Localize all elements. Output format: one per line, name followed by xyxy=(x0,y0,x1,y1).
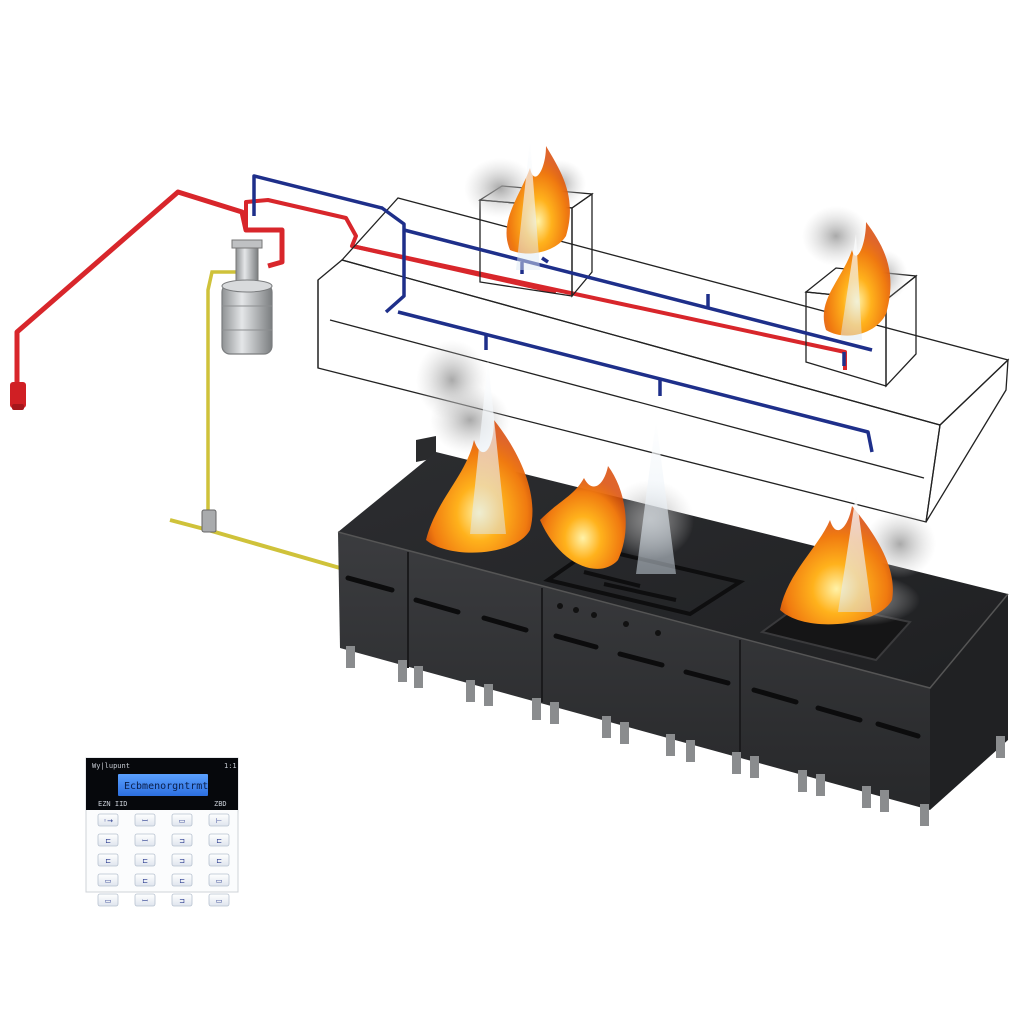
keypad-key[interactable]: ▭ xyxy=(208,893,230,907)
keypad-key[interactable]: ⊢ xyxy=(208,813,230,827)
keypad-key-label: ⊏ xyxy=(142,857,148,865)
fire-zone-appliance-1 xyxy=(416,340,533,553)
keypad-key-label: ⊢ xyxy=(216,817,222,825)
keypad-key-label: ⊏ xyxy=(105,837,111,845)
keypad-key-label: ꟷ xyxy=(142,837,148,845)
keypad-key[interactable]: ⊏ xyxy=(97,853,119,867)
keypad-key[interactable]: ⊏ xyxy=(171,873,193,887)
fire-zone-duct-right xyxy=(802,206,908,340)
keypad-key[interactable]: ꟷ xyxy=(134,813,156,827)
keypad-key[interactable]: ▭ xyxy=(97,873,119,887)
keypad-key-label: ⊏ xyxy=(142,877,148,885)
keypad-key-label: ▭ xyxy=(105,897,112,905)
keypad-key-label: ⊏ xyxy=(216,857,222,865)
keypad-key[interactable]: ▭ xyxy=(171,813,193,827)
keypad-key-label: ⊏ xyxy=(105,857,111,865)
keypad-key-label: ▭ xyxy=(216,877,223,885)
detection-line xyxy=(14,189,847,396)
keypad-key-label: ⊏ xyxy=(216,837,222,845)
keypad-key-label: ▭ xyxy=(105,877,112,885)
control-panel-display xyxy=(118,774,208,796)
keypad-key-label: ⊐ xyxy=(179,857,185,865)
keypad-key[interactable]: ⊏ xyxy=(208,833,230,847)
fire-zone-appliance-3 xyxy=(780,494,936,626)
manual-pull-station-icon[interactable] xyxy=(10,382,26,410)
keypad-key-label: ⊏ xyxy=(179,877,185,885)
keypad-key[interactable]: ⊏ xyxy=(208,853,230,867)
keypad-key-label: ꟷ xyxy=(142,897,148,905)
keypad-key-label: ▭ xyxy=(179,817,186,825)
distribution-line xyxy=(252,174,874,453)
keypad-key[interactable]: ⊏ xyxy=(134,873,156,887)
fire-zone-duct-left xyxy=(464,140,586,270)
agent-cylinder-icon xyxy=(221,239,273,355)
exhaust-hood-icon xyxy=(317,197,1010,523)
keypad-key-label: ⊐ xyxy=(179,897,185,905)
keypad-key[interactable]: ⊐ xyxy=(171,853,193,867)
keypad-key[interactable]: ⊏ xyxy=(97,833,119,847)
keypad-key[interactable]: ◦→ xyxy=(97,813,119,827)
control-panel-keypad: ◦→ ꟷ ▭ ⊢ ⊏ ꟷ ⊐ ⊏ ⊏ ⊏ ⊐ ⊏ ▭ ⊏ ⊏ ▭ ▭ ꟷ ⊐ ▭ xyxy=(97,813,230,907)
keypad-key[interactable]: ⊏ xyxy=(134,853,156,867)
control-panel-status-left: EZN IID xyxy=(98,800,128,808)
keypad-key[interactable]: ꟷ xyxy=(134,893,156,907)
control-panel-brand: Wy|lupunt xyxy=(92,762,130,770)
control-panel[interactable]: Wy|lupunt 1:1 Ecbmenorgntrmt EZN IID ZBD… xyxy=(85,757,239,907)
keypad-key-label: ▭ xyxy=(216,897,223,905)
keypad-key[interactable]: ▭ xyxy=(208,873,230,887)
keypad-key[interactable]: ⊐ xyxy=(171,893,193,907)
control-panel-status-right: ZBD xyxy=(214,800,227,808)
keypad-key-label: ⊐ xyxy=(179,837,185,845)
keypad-key[interactable]: ▭ xyxy=(97,893,119,907)
keypad-key-label: ꟷ xyxy=(142,817,148,825)
keypad-key-label: ◦→ xyxy=(103,817,113,825)
control-panel-corner-text: 1:1 xyxy=(224,762,237,770)
keypad-key[interactable]: ꟷ xyxy=(134,833,156,847)
fire-zone-appliance-2 xyxy=(540,420,694,574)
gas-shutoff-valve-icon xyxy=(201,509,217,533)
keypad-key[interactable]: ⊐ xyxy=(171,833,193,847)
control-panel-display-text: Ecbmenorgntrmt xyxy=(124,781,208,792)
